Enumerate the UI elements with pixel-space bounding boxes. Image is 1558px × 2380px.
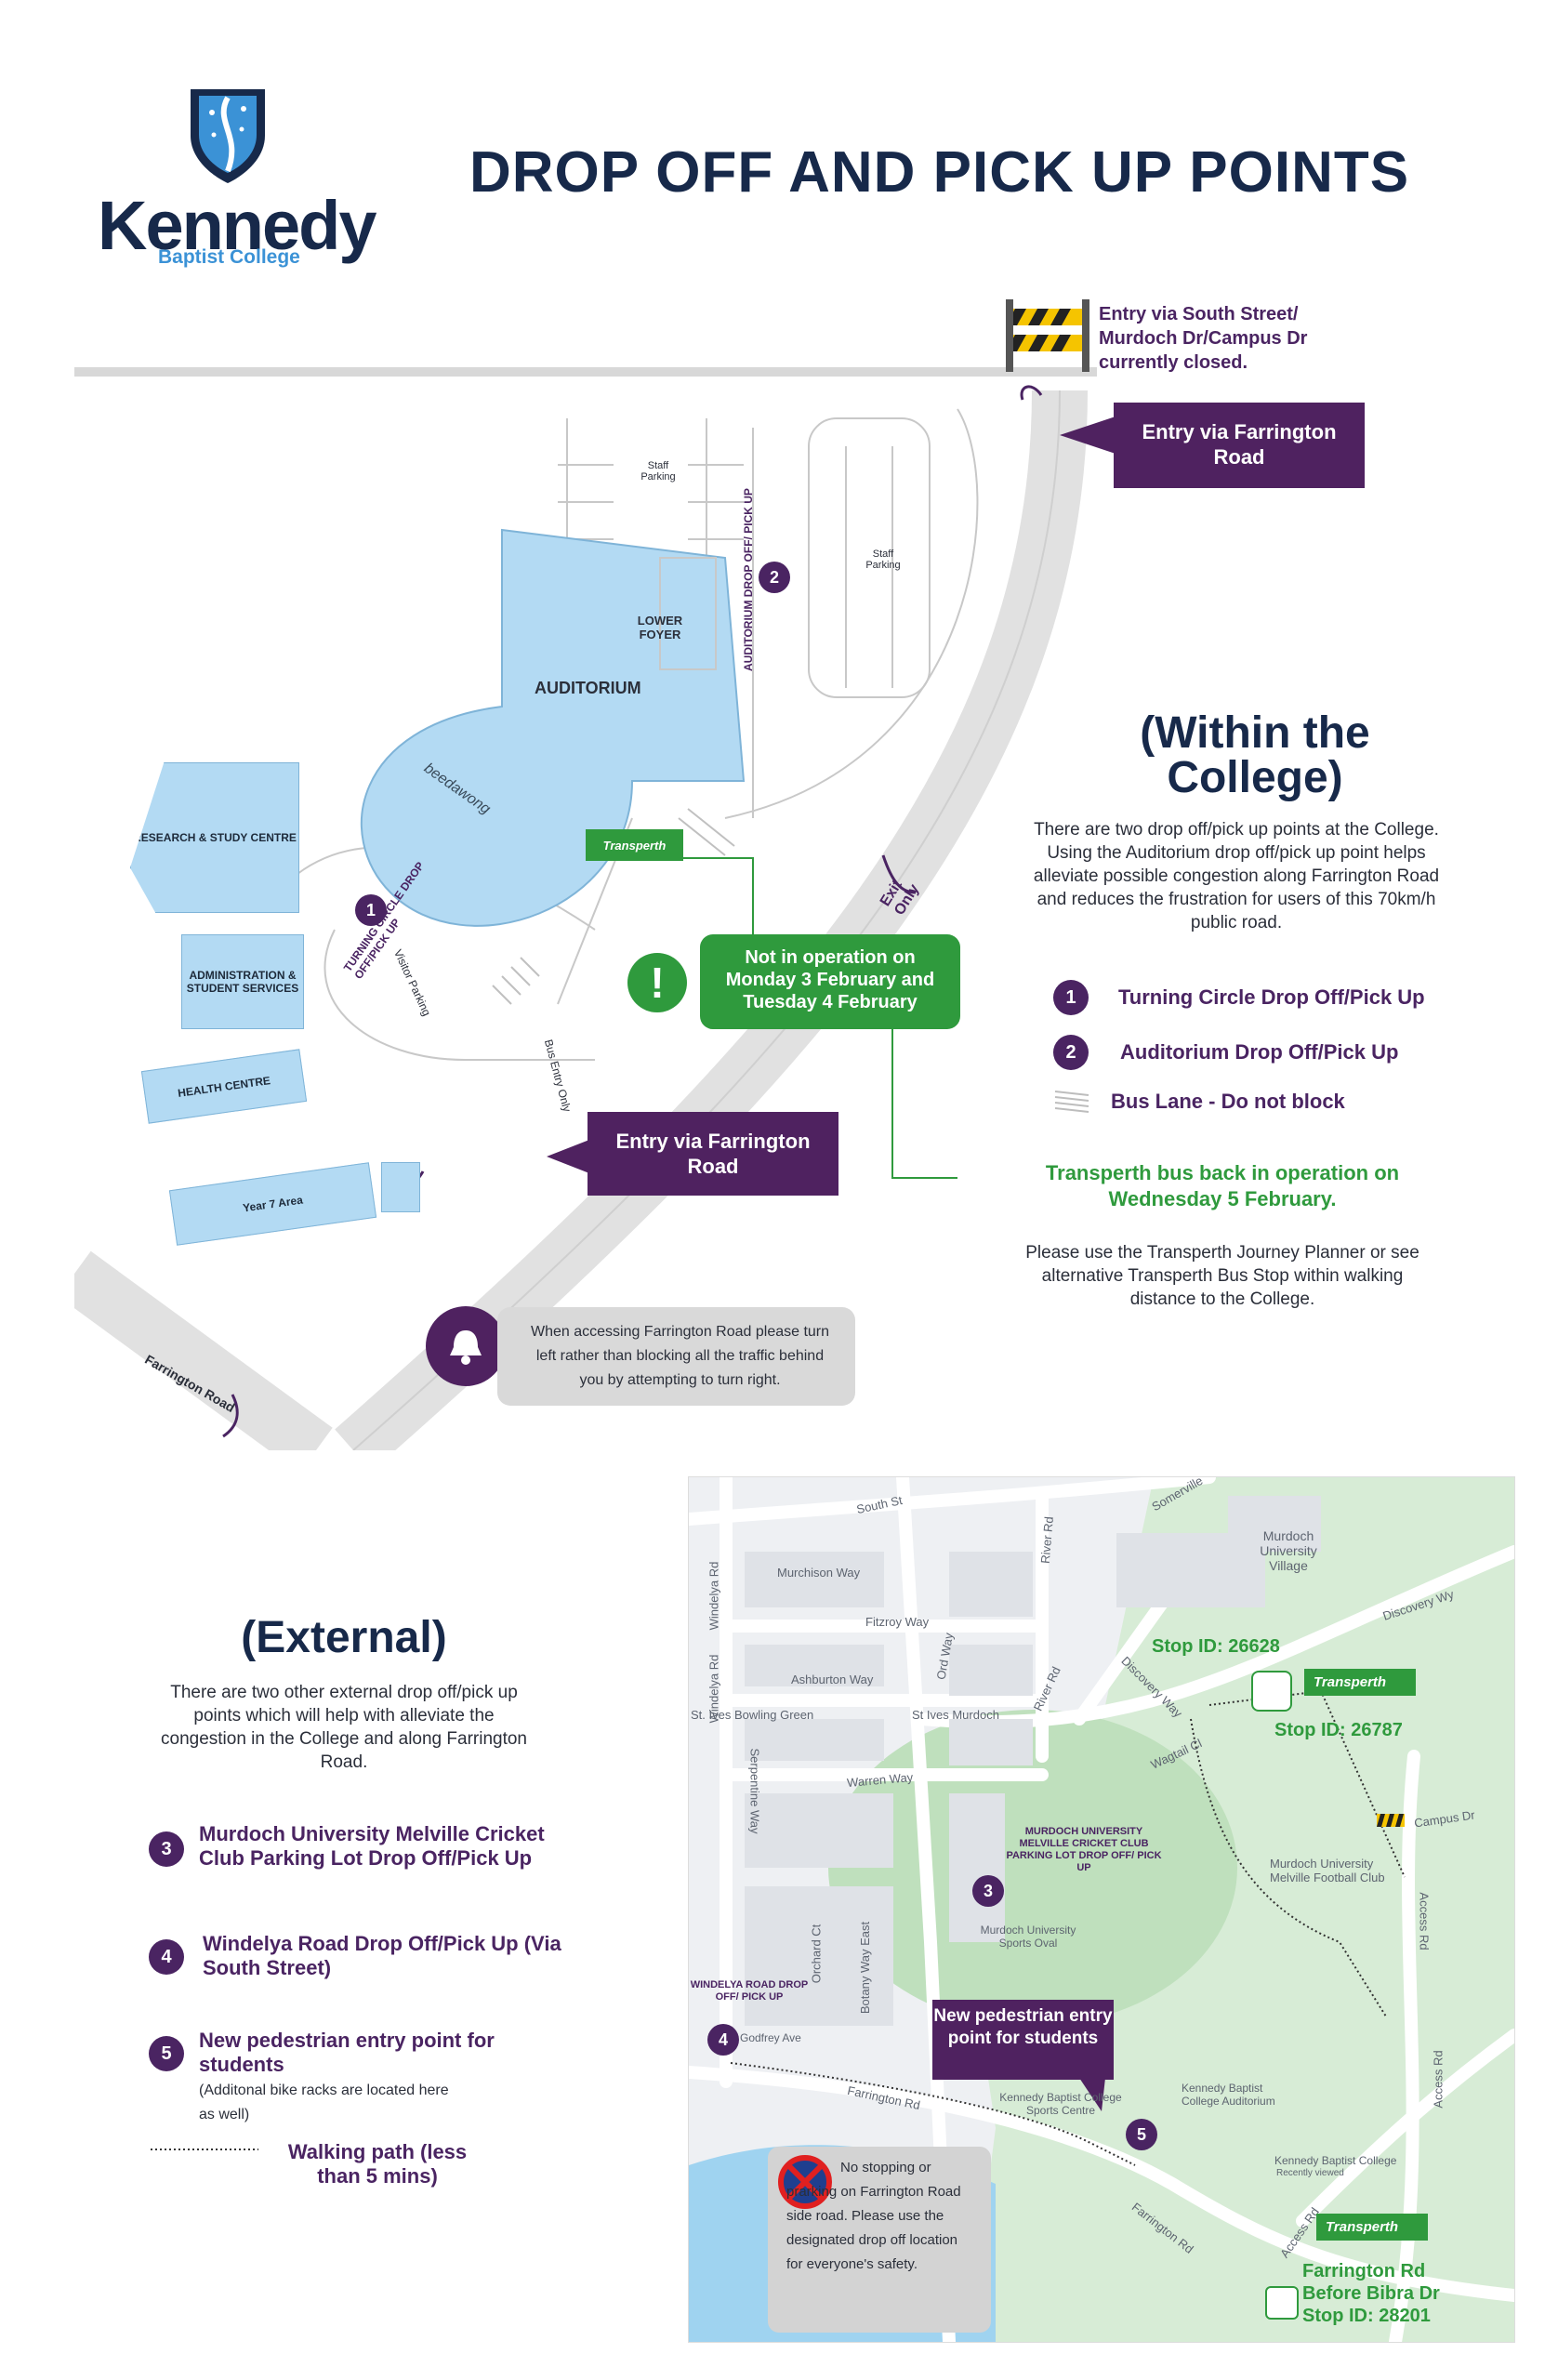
legend-number: 3 bbox=[149, 1831, 184, 1867]
map-road-label: Access Rd bbox=[1431, 2050, 1446, 2109]
connector-lines bbox=[679, 857, 957, 1179]
map-poi-label: Kennedy Baptist College bbox=[1274, 2154, 1397, 2167]
callout-pointer bbox=[547, 1140, 589, 1173]
map-poi-label: Godfrey Ave bbox=[740, 2031, 801, 2044]
shield-icon bbox=[191, 89, 265, 183]
legend-label: Bus Lane - Do not block bbox=[1111, 1090, 1345, 1113]
external-description: There are two other external drop off/pi… bbox=[161, 1683, 527, 1772]
map-poi-label: Murdoch University Sports Oval bbox=[980, 1924, 1076, 1950]
map-poi-label: St Ives Murdoch bbox=[912, 1708, 999, 1722]
bibra-stop-label: Farrington Rd Before Bibra Dr Stop ID: 2… bbox=[1302, 2261, 1440, 2326]
no-stopping-text: No stopping or prarking on Farrington Ro… bbox=[786, 2160, 961, 2272]
dotted-line-icon bbox=[151, 2149, 258, 2150]
barrier-icon bbox=[1377, 1814, 1405, 1827]
bus-back-notice: Transperth bus back in operation on Wedn… bbox=[1045, 1161, 1400, 1210]
stop-id-label: Stop ID: 26787 bbox=[1274, 1720, 1403, 1740]
map-poi-label: St. Ives Bowling Green bbox=[691, 1708, 814, 1722]
murdoch-drop-label: MURDOCH UNIVERSITY MELVILLE CRICKET CLUB… bbox=[1006, 1826, 1162, 1873]
map-pin-3: 3 bbox=[972, 1875, 1004, 1907]
walking-path-label: Walking path (less than 5 mins) bbox=[287, 2140, 468, 2188]
legend-number: 1 bbox=[1053, 980, 1089, 1015]
legend-label: Murdoch University Melville Cricket Club… bbox=[199, 1822, 545, 1870]
legend-item-4: 4 Windelya Road Drop Off/Pick Up (Via So… bbox=[149, 1932, 574, 1980]
logo bbox=[93, 79, 372, 274]
lower-foyer-label: LOWER FOYER bbox=[637, 614, 683, 641]
entry-farrington-top: Entry via Farrington Road bbox=[1114, 403, 1365, 488]
bus-stop-icon bbox=[1265, 2286, 1299, 2320]
closed-entry-notice: Entry via South Street/ Murdoch Dr/Campu… bbox=[1099, 304, 1308, 373]
hatch-icon bbox=[1054, 1091, 1089, 1113]
bike-note: (Additonal bike racks are located here a… bbox=[199, 2082, 449, 2122]
site-pin-1: 1 bbox=[355, 894, 387, 926]
callout-pointer bbox=[1079, 2078, 1105, 2111]
no-stopping-icon bbox=[778, 2155, 832, 2209]
transperth-label: Transperth bbox=[602, 838, 667, 853]
journey-planner-text: Please use the Transperth Journey Planne… bbox=[1025, 1243, 1419, 1309]
logo-name: Kennedy bbox=[98, 187, 377, 264]
legend-label: Turning Circle Drop Off/Pick Up bbox=[1118, 985, 1425, 1009]
research-building: RESEARCH & STUDY CENTRE bbox=[130, 762, 299, 913]
auditorium-lane-label: AUDITORIUM DROP OFF/ PICK UP bbox=[742, 488, 755, 671]
legend-label: Auditorium Drop Off/Pick Up bbox=[1120, 1040, 1399, 1064]
map-poi-label: Kennedy Baptist College Auditorium bbox=[1182, 2082, 1275, 2108]
map-road-label: Access Rd bbox=[1417, 1892, 1432, 1950]
map-poi-label: Murdoch University Melville Football Clu… bbox=[1270, 1857, 1385, 1884]
map-road-label: Serpentine Way bbox=[747, 1748, 762, 1834]
not-in-operation-notice: Not in operation on Monday 3 February an… bbox=[700, 934, 960, 1029]
transperth-badge: Transperth bbox=[586, 829, 683, 861]
map-road-label: Windelya Rd bbox=[706, 1561, 721, 1631]
admin-building: ADMINISTRATION & STUDENT SERVICES bbox=[181, 934, 304, 1029]
legend-bus-lane: Bus Lane - Do not block bbox=[1053, 1088, 1345, 1116]
legend-text: New pedestrian entry point for students … bbox=[199, 2029, 534, 2127]
within-heading: (Within the College) bbox=[1140, 708, 1370, 802]
legend-item-3: 3 Murdoch University Melville Cricket Cl… bbox=[149, 1822, 571, 1871]
legend-label: New pedestrian entry point for students bbox=[199, 2029, 495, 2076]
transperth-badge: Transperth bbox=[1304, 1669, 1416, 1696]
map-road-label: Fitzroy Way bbox=[865, 1615, 930, 1629]
legend-item-5: 5 New pedestrian entry point for student… bbox=[149, 2029, 534, 2127]
alert-icon: ! bbox=[627, 953, 687, 1012]
stop-id-label: Stop ID: 26628 bbox=[1152, 1636, 1280, 1657]
map-pin-4: 4 bbox=[707, 2024, 739, 2056]
transperth-badge: Transperth bbox=[1316, 2214, 1428, 2241]
bus-stop-icon bbox=[1251, 1671, 1292, 1712]
legend-label: Windelya Road Drop Off/Pick Up (Via Sout… bbox=[203, 1932, 561, 1979]
map-pin-5: 5 bbox=[1126, 2119, 1157, 2150]
legend-item-2: 2 Auditorium Drop Off/Pick Up bbox=[1053, 1035, 1398, 1070]
map-poi-label: Kennedy Baptist College Sports Centre bbox=[999, 2091, 1122, 2117]
logo-subtitle: Baptist College bbox=[158, 246, 300, 268]
external-heading: (External) bbox=[241, 1613, 447, 1662]
barrier-icon bbox=[1006, 299, 1089, 372]
staff-parking-label: Staff Parking bbox=[865, 549, 901, 571]
legend-number: 5 bbox=[149, 2036, 184, 2071]
bell-notice: When accessing Farrington Road please tu… bbox=[497, 1307, 855, 1406]
site-pin-2: 2 bbox=[759, 562, 790, 593]
no-stopping-notice: No stopping or prarking on Farrington Ro… bbox=[768, 2147, 991, 2333]
map-poi-label: Murdoch University Village bbox=[1260, 1528, 1317, 1573]
pedestrian-entry-callout: New pedestrian entry point for students bbox=[932, 2000, 1114, 2080]
map-road-label: Murchison Way bbox=[777, 1566, 861, 1580]
auditorium-label: AUDITORIUM bbox=[535, 679, 641, 697]
map-poi-label: Recently viewed bbox=[1276, 2168, 1344, 2178]
within-description: There are two drop off/pick up points at… bbox=[1033, 820, 1440, 932]
area-map: South St Somerville Murdoch University V… bbox=[688, 1476, 1515, 2343]
map-road-label: Orchard Ct bbox=[809, 1924, 824, 1984]
site-map bbox=[74, 367, 1097, 1450]
legend-number: 4 bbox=[149, 1939, 184, 1975]
walking-path-legend: Walking path (less than 5 mins) bbox=[149, 2140, 480, 2188]
entry-farrington-bottom: Entry via Farrington Road bbox=[588, 1112, 838, 1196]
page-title: DROP OFF AND PICK UP POINTS bbox=[469, 140, 1410, 205]
map-road-label: Ashburton Way bbox=[791, 1673, 874, 1686]
legend-item-1: 1 Turning Circle Drop Off/Pick Up bbox=[1053, 980, 1425, 1015]
windelya-drop-label: WINDELYA ROAD DROP OFF/ PICK UP bbox=[690, 1979, 809, 2003]
year7-annex bbox=[381, 1162, 420, 1212]
map-road-label: Botany Way East bbox=[858, 1921, 873, 2015]
legend-number: 2 bbox=[1053, 1035, 1089, 1070]
staff-parking-label: Staff Parking bbox=[640, 460, 676, 483]
bell-icon bbox=[426, 1306, 506, 1386]
callout-pointer bbox=[1060, 416, 1116, 454]
